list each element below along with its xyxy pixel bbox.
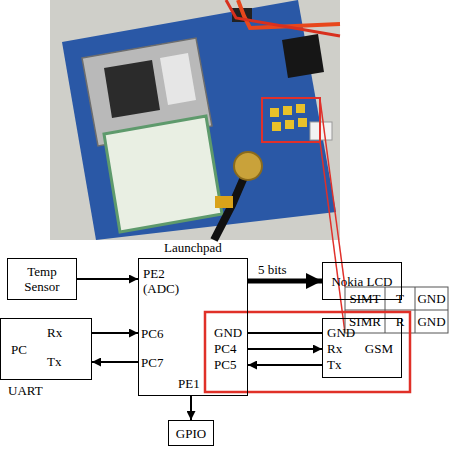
sma-connector <box>234 152 262 180</box>
pin-name: PC7 <box>141 355 163 370</box>
pin-name: PC4 <box>214 341 236 356</box>
capacitor <box>215 196 233 208</box>
edge-label: 5 bits <box>258 262 287 277</box>
node-label: Launchpad <box>139 240 247 255</box>
table-rule <box>345 310 448 311</box>
gsm-board <box>62 0 336 240</box>
pin-name: PC6 <box>141 326 163 341</box>
gpio-box: GPIO <box>168 420 214 446</box>
header-pin <box>270 108 279 117</box>
highlight-box <box>205 312 410 392</box>
red-wire <box>238 0 340 28</box>
red-wire <box>226 0 340 36</box>
sim-latch <box>160 53 196 105</box>
node-label: GSM <box>365 341 393 356</box>
sensor-box: Temp Sensor <box>7 258 77 300</box>
table-cell: R <box>385 314 415 329</box>
signal-wire <box>248 348 322 350</box>
photo-background <box>50 0 340 240</box>
header-pin <box>283 106 292 115</box>
table-cell: GND <box>415 291 448 306</box>
table-cell: SIMT <box>345 291 385 306</box>
pin-name: PE2 (ADC) <box>143 266 183 296</box>
signal-wire <box>190 396 192 420</box>
pin-name: PE1 <box>178 376 200 391</box>
sim-slot <box>104 60 160 118</box>
node-label: Temp Sensor <box>8 264 76 294</box>
pc-box: PC <box>0 318 92 380</box>
leader-line <box>320 99 345 287</box>
node-label: PC <box>11 342 27 357</box>
highlight-box <box>262 98 320 142</box>
header-pin <box>285 120 294 129</box>
bus-arrow <box>248 279 322 284</box>
signal-wire <box>248 364 322 366</box>
table-cell: GND <box>415 314 448 329</box>
leader-line <box>320 141 345 333</box>
table-rule <box>415 287 416 333</box>
pin-name: Tx <box>327 357 341 372</box>
pin-name: Rx <box>327 341 342 356</box>
signal-wire <box>92 332 138 334</box>
ic-chip <box>282 34 324 78</box>
signal-name: Tx <box>47 354 61 369</box>
signal-name: Rx <box>47 325 62 340</box>
signal-wire <box>92 361 138 363</box>
signal-wire <box>77 278 138 280</box>
signal-wire <box>248 332 322 334</box>
node-label: GPIO <box>169 426 213 441</box>
table-cell: T <box>385 291 415 306</box>
header-pin <box>296 104 305 113</box>
header-pin <box>298 118 307 127</box>
table-rule <box>385 287 386 333</box>
node-label: Nokia LCD <box>323 274 401 289</box>
sim800-module <box>104 116 222 232</box>
pin-name: GND <box>327 325 355 340</box>
header-pin <box>272 122 281 131</box>
pin-table <box>345 287 448 333</box>
pin-name: PC5 <box>214 357 236 372</box>
interface-name: UART <box>8 383 43 398</box>
pin-name: GND <box>214 325 242 340</box>
